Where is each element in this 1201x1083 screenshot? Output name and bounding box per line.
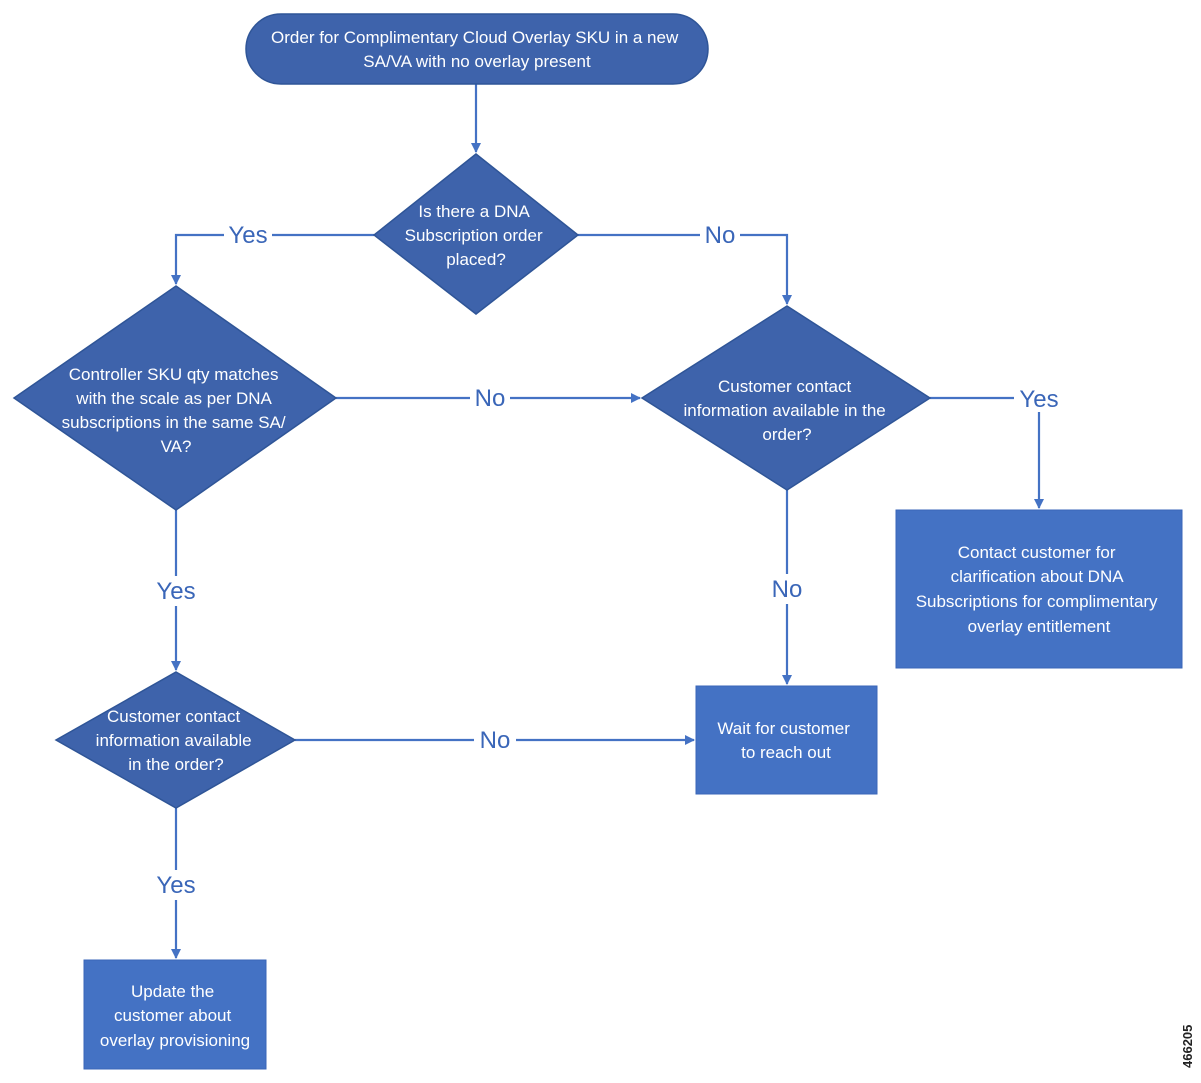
edge-contact-right-yes — [930, 396, 1044, 509]
svg-text:Contact customer for cla: Contact customer for clarification about… — [916, 543, 1163, 636]
svg-text:Is there a DNA Subscript: Is there a DNA Subscription order placed… — [405, 202, 548, 269]
svg-text:Wait for customer to rea: Wait for customer to reach out — [717, 719, 854, 762]
edge-dna-no — [578, 233, 792, 305]
start-line-1: Order for Complimentary Cloud Overlay SK… — [271, 28, 679, 47]
edge-label-contact-left-yes: Yes — [156, 872, 195, 899]
sku-match-line-4: VA? — [161, 437, 192, 456]
edge-label-sku-no: No — [475, 385, 506, 412]
contact-left-line-1: Customer contact — [107, 707, 240, 726]
edge-label-dna-yes: Yes — [228, 222, 267, 249]
contact-right-line-3: order? — [762, 425, 811, 444]
dna-order-line-3: placed? — [446, 250, 506, 269]
decision-dna-order: Is there a DNA Subscription order placed… — [372, 153, 580, 315]
wait-line-1: Wait for customer — [717, 719, 850, 738]
decision-contact-right: Customer contact information available i… — [640, 305, 932, 491]
sku-match-line-2: with the scale as per DNA — [75, 389, 272, 408]
process-update: Update the customer about overlay provis… — [83, 959, 267, 1070]
update-line-1: Update the — [131, 982, 214, 1001]
dna-order-line-1: Is there a DNA — [418, 202, 530, 221]
start-line-2: SA/VA with no overlay present — [363, 52, 591, 71]
svg-text:Controller SKU qty matches: Controller SKU qty matches with the scal… — [62, 365, 291, 456]
svg-text:Order for Complimentary Cloud: Order for Complimentary Cloud Overlay SK… — [271, 28, 683, 71]
decision-contact-left: Customer contact information available i… — [54, 671, 297, 809]
edge-dna-yes — [171, 233, 374, 285]
clarify-line-2: clarification about DNA — [951, 567, 1125, 586]
sku-match-line-1: Controller SKU qty matches — [69, 365, 279, 384]
update-line-3: overlay provisioning — [100, 1031, 250, 1050]
sku-match-line-3: subscriptions in the same SA/ — [62, 413, 286, 432]
start-terminator: Order for Complimentary Cloud Overlay SK… — [245, 13, 709, 85]
edge-labels: Yes No No Yes Yes No No Yes — [150, 221, 1064, 900]
clarify-line-4: overlay entitlement — [968, 617, 1111, 636]
figure-id: 466205 — [1180, 1025, 1195, 1068]
contact-right-line-1: Customer contact — [718, 377, 851, 396]
process-clarify: Contact customer for clarification about… — [895, 509, 1183, 669]
edge-label-contact-right-no: No — [772, 576, 803, 603]
contact-left-line-2: information available — [96, 731, 252, 750]
contact-right-line-2: information available in the — [684, 401, 886, 420]
dna-order-line-2: Subscription order — [405, 226, 543, 245]
edge-label-sku-yes: Yes — [156, 578, 195, 605]
edge-label-contact-right-yes: Yes — [1019, 386, 1058, 413]
process-wait: Wait for customer to reach out — [695, 685, 878, 795]
decision-sku-match: Controller SKU qty matches with the scal… — [12, 285, 338, 511]
svg-text:Update the customer abou: Update the customer about overlay provis… — [100, 982, 250, 1050]
update-line-2: customer about — [114, 1006, 231, 1025]
svg-text:Customer contact informa: Customer contact information available i… — [684, 377, 891, 444]
contact-left-line-3: in the order? — [128, 755, 223, 774]
clarify-line-1: Contact customer for — [958, 543, 1116, 562]
svg-text:Customer contact informa: Customer contact information available i… — [96, 707, 257, 774]
edge-label-contact-left-no: No — [480, 727, 511, 754]
wait-line-2: to reach out — [741, 743, 831, 762]
edge-label-dna-no: No — [705, 222, 736, 249]
clarify-line-3: Subscriptions for complimentary — [916, 592, 1158, 611]
